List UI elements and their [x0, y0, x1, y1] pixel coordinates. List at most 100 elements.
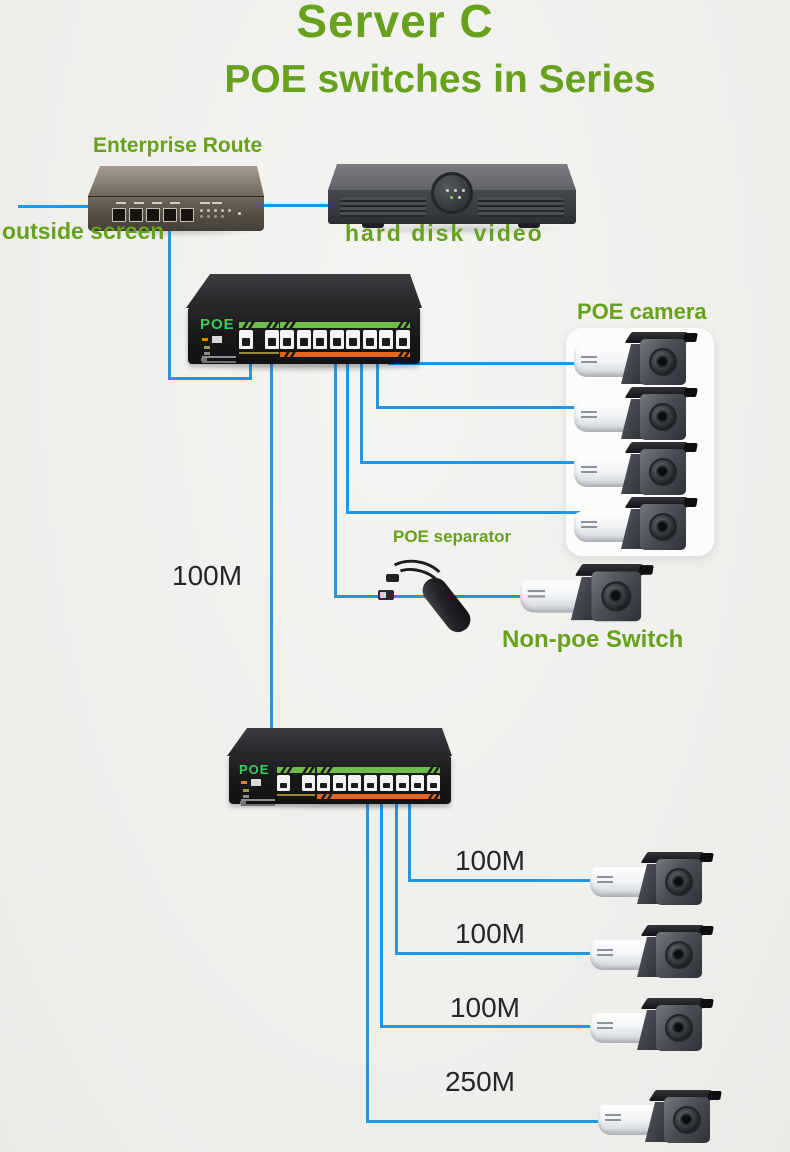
rj45-port — [239, 330, 253, 349]
rj45-port — [379, 330, 394, 349]
poe-camera-1 — [572, 332, 704, 390]
bottom-camera-3 — [588, 998, 720, 1056]
green-stripe — [239, 322, 279, 328]
rj45-port — [302, 775, 315, 791]
poe-camera-3 — [572, 442, 704, 500]
separator-capsule — [417, 572, 476, 638]
rj45-port — [411, 775, 425, 791]
dvr-vent-left — [340, 197, 426, 217]
poe-switch-2: POE — [227, 728, 455, 806]
camera-head — [640, 449, 686, 495]
cable-switch1-to-switch2 — [270, 358, 273, 730]
camera-head — [656, 859, 702, 905]
camera-head — [656, 1005, 702, 1051]
switch-top-face — [227, 728, 452, 756]
bottom-camera-1 — [588, 852, 720, 910]
camera-lens-icon — [649, 403, 677, 431]
poe-separator-label: POE separator — [393, 527, 512, 546]
bottom-camera-2 — [588, 925, 720, 983]
bottom-link-2-distance: 100M — [454, 918, 526, 949]
cable-b3-v — [380, 798, 383, 1028]
dvr-shadow — [340, 222, 570, 236]
cable-cam3-h — [360, 461, 580, 464]
rj45-port — [329, 330, 344, 349]
non-poe-switch-label: Non-poe Switch — [502, 626, 684, 653]
camera-head — [656, 932, 702, 978]
camera-lens-icon — [665, 868, 693, 896]
bottom-link-1-distance: 100M — [454, 845, 526, 876]
bottom-camera-4 — [596, 1090, 728, 1148]
cable-cam2-h — [376, 406, 580, 409]
green-stripe — [280, 322, 410, 328]
camera-lens-icon — [649, 458, 677, 486]
orange-stripe — [317, 794, 440, 799]
poe-logo: POE — [200, 316, 235, 333]
switch-front-face: POE — [188, 308, 420, 364]
separator-dc-plug — [386, 574, 399, 582]
camera-head — [591, 571, 642, 622]
poe-camera-4 — [572, 497, 704, 555]
rj45-port — [163, 208, 177, 222]
camera-head — [640, 394, 686, 440]
cable-router-to-dvr — [262, 204, 330, 207]
dvr-vent-right — [478, 197, 564, 217]
hard-disk-video-recorder — [328, 164, 576, 230]
hard-disk-video-label: hard disk video — [345, 220, 544, 246]
camera-head — [640, 504, 686, 550]
rj45-port — [180, 208, 194, 222]
non-poe-camera — [518, 564, 661, 627]
camera-head — [664, 1097, 710, 1143]
uplink-port-group — [239, 322, 279, 354]
cable-b1-v — [408, 798, 411, 882]
gold-line — [239, 352, 279, 354]
rj45-port — [362, 330, 377, 349]
poe-separator-device — [378, 554, 498, 638]
switch-front-face: POE — [229, 756, 451, 804]
cable-cam4-h — [346, 511, 580, 514]
page-subtitle: POE switches in Series — [224, 58, 656, 101]
rj45-port — [277, 775, 290, 791]
cable-b1-h — [408, 879, 592, 882]
green-stripe — [277, 767, 315, 773]
rj45-port — [364, 775, 378, 791]
port-row — [317, 775, 440, 791]
rj45-port — [379, 775, 393, 791]
rj45-port — [146, 208, 160, 222]
port-row — [280, 330, 410, 349]
dvr-front-face — [328, 190, 576, 224]
rj45-port — [296, 330, 311, 349]
outside-screen-label: outside screen — [2, 218, 165, 244]
cable-router-down — [168, 230, 171, 380]
dvr-emblem — [431, 172, 473, 214]
gold-line — [277, 794, 315, 796]
rj45-port — [280, 330, 294, 349]
cable-b3-h — [380, 1025, 592, 1028]
dvr-feet — [362, 223, 384, 228]
separator-rj45-plug — [378, 590, 394, 600]
camera-lens-icon — [649, 513, 677, 541]
cable-wan-to-router — [18, 205, 96, 208]
rj45-port — [129, 208, 143, 222]
poe-camera-2 — [572, 387, 704, 445]
cable-router-to-switch1 — [249, 358, 252, 380]
enterprise-router — [88, 166, 264, 232]
router-port-row — [112, 208, 194, 222]
camera-head — [640, 339, 686, 385]
cable-b2-h — [395, 952, 592, 955]
camera-lens-icon — [665, 1014, 693, 1042]
rj45-port — [265, 330, 279, 349]
rj45-port — [346, 330, 361, 349]
cable-b2-v — [395, 798, 398, 955]
cable-switch1-to-separator-v — [334, 358, 337, 598]
cable-cam1-h — [388, 362, 580, 365]
camera-lens-icon — [665, 941, 693, 969]
switch-indicator-decor — [202, 338, 236, 358]
rj45-port — [332, 775, 346, 791]
router-led-indicators — [200, 209, 203, 212]
switch-top-face — [186, 274, 422, 308]
router-port-labels — [116, 202, 126, 204]
bottom-link-3-distance: 100M — [449, 992, 521, 1023]
cable-b4-v — [366, 798, 369, 1123]
poe-port-group — [280, 322, 410, 357]
